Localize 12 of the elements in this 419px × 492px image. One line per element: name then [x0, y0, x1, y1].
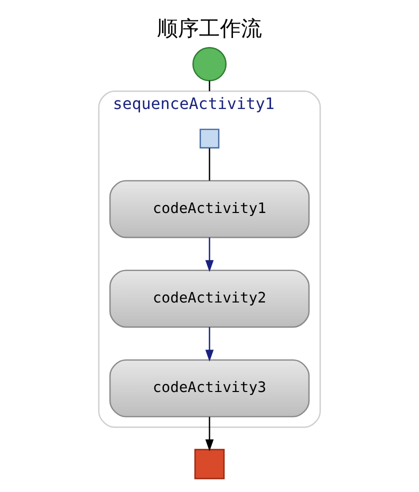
arrow [205, 327, 214, 362]
diagram-title: 顺序工作流 [157, 16, 262, 41]
connector [208, 148, 210, 181]
node-box [200, 128, 220, 148]
node-box: codeActivity3 [109, 359, 310, 418]
node-circle [192, 47, 227, 82]
node-box: codeActivity2 [109, 270, 310, 328]
node-box [194, 448, 225, 480]
arrow [205, 237, 214, 272]
node-box: codeActivity1 [109, 180, 310, 238]
arrow [205, 416, 214, 452]
connector [208, 80, 210, 92]
